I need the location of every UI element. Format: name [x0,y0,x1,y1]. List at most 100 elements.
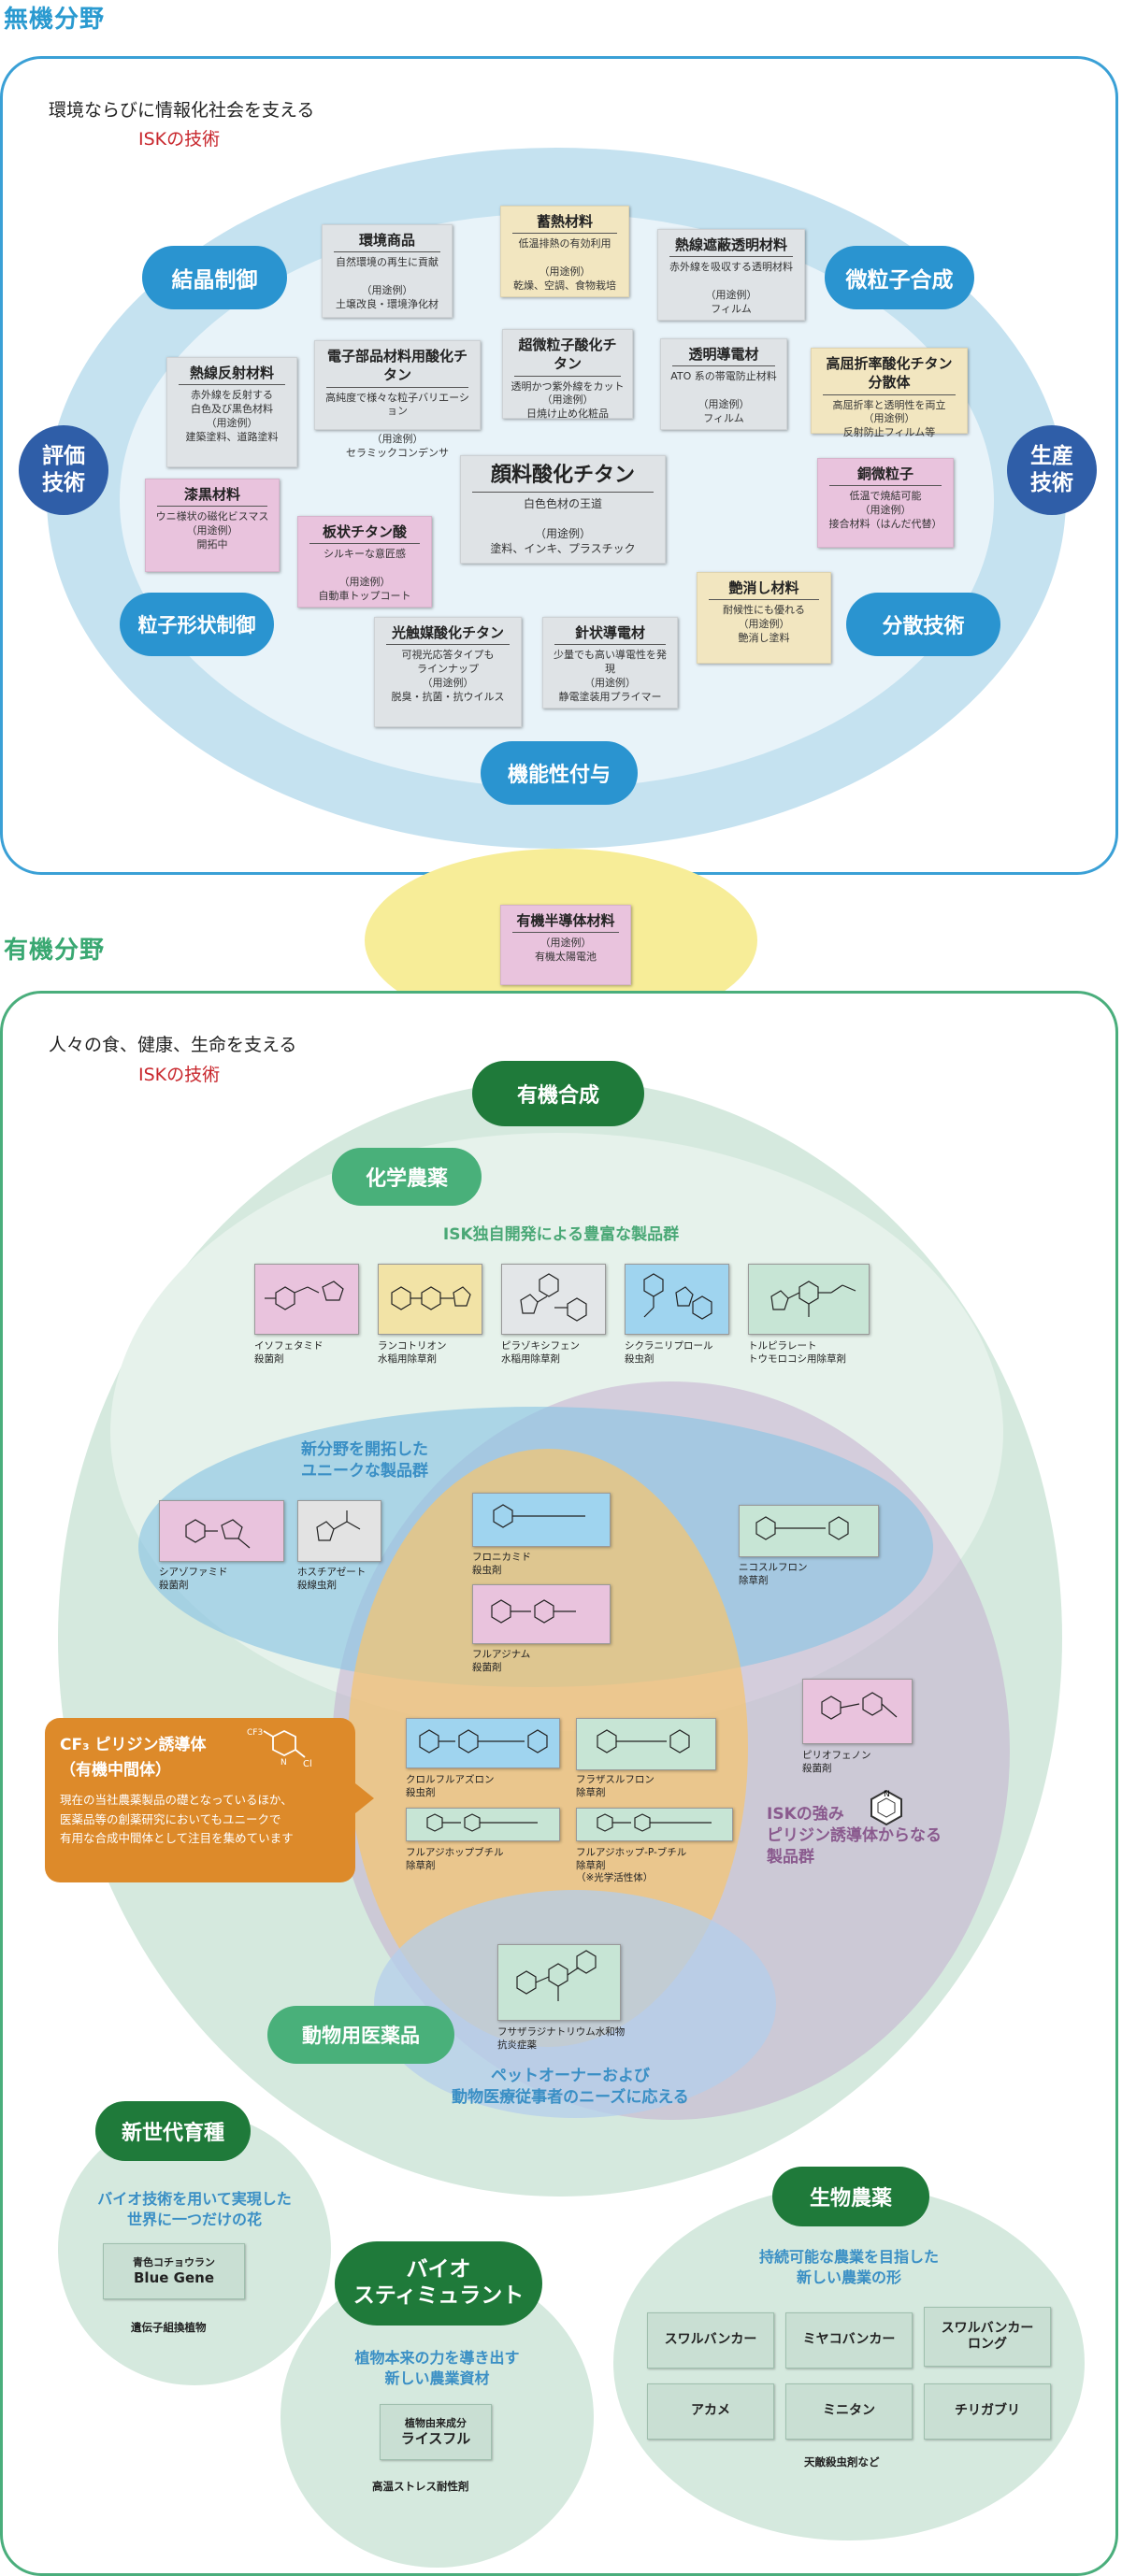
molecule-label: トルピラレート トウモロコシ用除草剤 [748,1340,846,1365]
svg-text:N: N [884,1790,890,1799]
production-tech-circle: 生産 技術 [1007,425,1097,515]
crystal-control-badge: 結晶制御 [142,246,287,309]
molecule-label: フルアジナム 殺菌剤 [472,1649,531,1673]
molecule-label: ピリオフェノン 殺菌剤 [802,1750,871,1774]
blue-gene-chip-big: Blue Gene [134,2268,214,2286]
semiconductor-card[interactable]: 有機半導体材料（用途例） 有機太陽電池 [500,905,631,985]
product-card[interactable]: 熱線遮蔽透明材料赤外線を吸収する透明材料 （用途例） フィルム [657,229,805,321]
bioag-chip[interactable]: スワルバンカー [647,2312,774,2368]
pyridine-ring-icon: N [866,1787,907,1828]
organic-intro: 人々の食、健康、生命を支える [49,1035,297,1055]
animal-drug-badge: 動物用医薬品 [267,2006,454,2064]
inorganic-section-title: 無機分野 [4,6,106,34]
molecule-label: フルアジホップブチル 除草剤 [406,1847,504,1871]
bioag-chip[interactable]: チリガブリ [924,2383,1051,2440]
molecule-label: ホスチアゼート 殺線虫剤 [297,1567,367,1591]
molecule-label: フサザラジナトリウム水和物 抗炎症薬 [497,2026,626,2051]
product-card-featured[interactable]: 顔料酸化チタン白色色材の王道 （用途例） 塗料、インキ、プラスチック [460,455,666,564]
cf3-arrow [355,1783,374,1813]
product-card[interactable]: 熱線反射材料赤外線を反射する 白色及び黒色材料 （用途例） 建築塗料、道路塗料 [166,357,297,467]
product-card[interactable]: 超微粒子酸化チタン透明かつ紫外線をカット （用途例） 日焼け止め化粧品 [502,329,633,420]
molecule-label: フロニカミド 殺虫剤 [472,1552,531,1576]
molecule-label: フラザスルフロン 除草剤 [576,1774,654,1798]
molecule-label: ピラゾキシフェン 水稲用除草剤 [501,1340,580,1365]
molecule-image [802,1679,913,1744]
product-card[interactable]: 艶消し材料耐候性にも優れる （用途例） 艶消し塗料 [697,572,831,664]
molecule-label: シクラニリプロール 殺虫剤 [625,1340,713,1365]
molecule-label: クロルフルアズロン 殺虫剤 [406,1774,495,1798]
bioag-chip[interactable]: アカメ [647,2383,774,2440]
blue-gene-chip-small: 青色コチョウラン [133,2255,215,2268]
inorganic-intro-red: ISKの技術 [138,129,221,150]
molecule-label: イソフェタミド 殺菌剤 [254,1340,324,1365]
bioag-chip[interactable]: スワルバンカー ロング [924,2307,1051,2367]
fine-particle-badge: 微粒子合成 [825,246,974,309]
organic-intro-red: ISKの技術 [138,1065,221,1085]
riceful-chip-small: 植物由来成分 [405,2416,467,2429]
biostim-note: 高温ストレス耐性剤 [372,2480,469,2493]
molecule-label: ニコスルフロン 除草剤 [739,1562,808,1586]
molecule-label: シアゾファミド 殺菌剤 [159,1567,228,1591]
bioag-note: 天敵殺虫剤など [804,2455,880,2469]
inorganic-intro: 環境ならびに情報化社会を支える [49,100,315,121]
biostim-subtitle: 植物本来の力を導き出す 新しい農業資材 [354,2349,520,2388]
evaluation-tech-circle: 評価 技術 [19,425,108,515]
breeding-badge: 新世代育種 [95,2101,251,2161]
molecule-image [497,1944,621,2021]
svg-text:Cl: Cl [303,1759,312,1769]
molecule-image [406,1808,560,1841]
agrochem-badge: 化学農薬 [332,1148,482,1206]
blue-gene-chip[interactable]: 青色コチョウラン Blue Gene [103,2243,245,2299]
molecule-image [625,1264,729,1335]
svg-text:CF3: CF3 [247,1728,263,1738]
organic-synthesis-badge: 有機合成 [472,1061,644,1126]
molecule-image [472,1493,611,1547]
molecule-image [501,1264,606,1335]
new-field-label: 新分野を開拓した ユニークな製品群 [301,1440,428,1481]
organic-section-title: 有機分野 [4,937,106,965]
product-card[interactable]: 蓄熱材料低温排熱の有効利用 （用途例） 乾燥、空調、食物栽培 [500,206,629,297]
bioag-chip[interactable]: ミニタン [785,2383,913,2440]
molecule-label: フルアジホップ-P-ブチル 除草剤 （※光学活性体） [576,1847,687,1884]
product-card[interactable]: 環境商品自然環境の再生に貢献 （用途例） 土壌改良・環境浄化材 [322,224,453,318]
pyridine-group-label: ISKの強み ピリジン誘導体からなる 製品群 [767,1805,942,1867]
breeding-note: 遺伝子組換植物 [131,2321,207,2334]
molecule-image [576,1718,716,1770]
bioag-chip[interactable]: ミヤコバンカー [785,2312,913,2368]
pet-owner-label: ペットオーナーおよび 動物医療従事者のニーズに応える [452,2067,689,2107]
rich-products-label: ISK独自開発による豊富な製品群 [442,1225,680,1244]
product-card[interactable]: 針状導電材少量でも高い導電性を発現 （用途例） 静電塗装用プライマー [542,617,678,708]
dispersion-badge: 分散技術 [846,593,1000,656]
cf3-pyridine-box: CF₃ ピリジン誘導体 （有機中間体） 現在の当社農薬製品の礎となっているほか、… [45,1718,355,1882]
cf3-body: 現在の当社農薬製品の礎となっているほか、 医薬品等の創薬研究においてもユニークで… [60,1793,294,1846]
svg-text:N: N [280,1758,287,1767]
molecule-image [748,1264,870,1335]
product-card[interactable]: 高屈折率酸化チタン分散体高屈折率と透明性を両立 （用途例） 反射防止フィルム等 [811,348,968,438]
molecule-image [739,1505,879,1557]
molecule-image [378,1264,482,1335]
particle-shape-badge: 粒子形状制御 [120,593,274,656]
molecule-image [159,1500,284,1562]
product-card[interactable]: 板状チタン酸シルキーな意匠感 （用途例） 自動車トップコート [297,516,432,608]
cf3-title-b: （有機中間体） [60,1761,171,1780]
product-card[interactable]: 銅微粒子低温で焼結可能 （用途例） 接合材料（はんだ代替） [817,458,954,548]
product-card[interactable]: 光触媒酸化チタン可視光応答タイプも ラインナップ （用途例） 脱臭・抗菌・抗ウイ… [374,617,522,727]
functional-badge: 機能性付与 [481,741,638,805]
riceful-chip[interactable]: 植物由来成分 ライスフル [380,2404,492,2460]
product-card[interactable]: 電子部品材料用酸化チタン高純度で様々な粒子バリエーション （用途例） セラミック… [314,340,481,459]
riceful-chip-big: ライスフル [400,2429,471,2447]
bioag-badge: 生物農薬 [772,2167,929,2226]
molecule-image [254,1264,359,1335]
breeding-subtitle: バイオ技術を用いて実現した 世界に一つだけの花 [97,2190,292,2229]
molecule-image [406,1718,560,1768]
molecule-image [576,1808,733,1841]
molecule-image [472,1584,611,1644]
molecule-label: ランコトリオン 水稲用除草剤 [378,1340,447,1365]
product-card[interactable]: 漆黒材料ウニ様状の磁化ビスマス （用途例） 開拓中 [145,479,280,572]
biostim-badge: バイオ スティミュラント [335,2241,542,2326]
bioag-subtitle: 持続可能な農業を目指した 新しい農業の形 [758,2248,939,2287]
cf3-title-a: CF₃ ピリジン誘導体 [60,1736,207,1754]
molecule-image [297,1500,381,1562]
